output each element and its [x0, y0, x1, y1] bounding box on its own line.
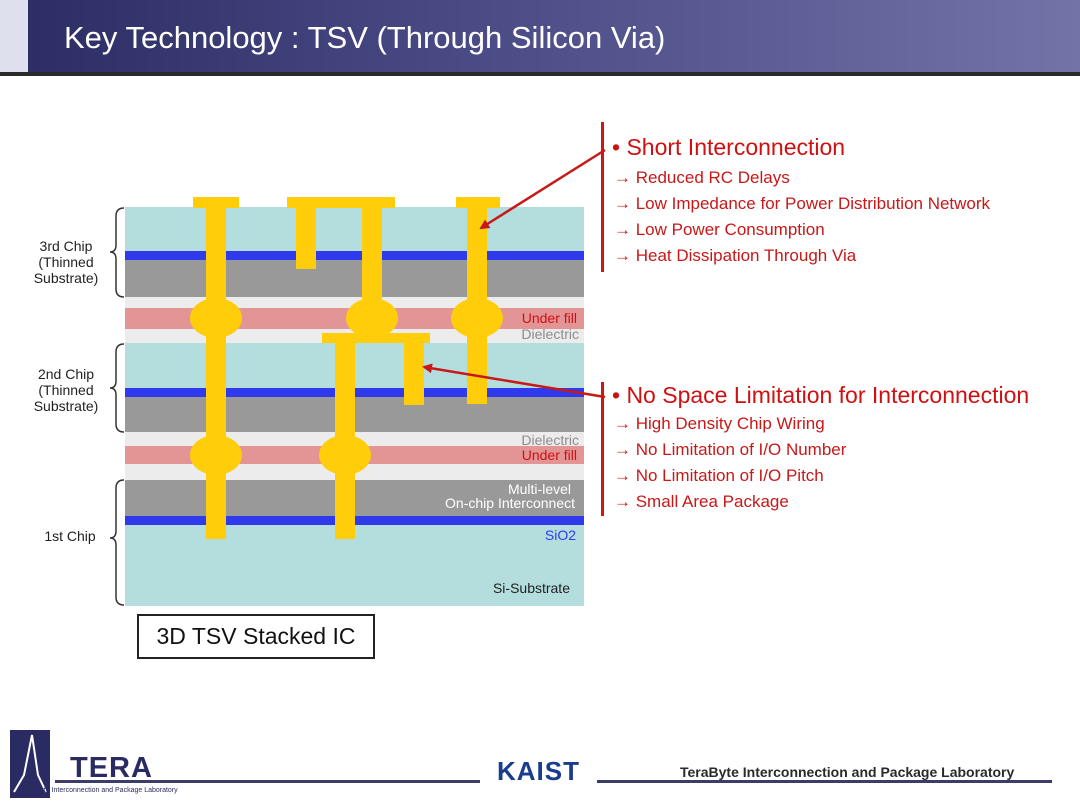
under-fill-top-label: Under fill: [522, 310, 577, 326]
footer-rule-right: [597, 780, 1052, 783]
title-bar-tab: [0, 0, 28, 72]
brace-chip3: [109, 207, 125, 298]
tera-logo-subtitle: TeraByte Interconnection and Package Lab…: [22, 787, 178, 794]
via-1-bump-mid: [190, 435, 242, 475]
via-2-bump-top: [346, 298, 398, 338]
dielectric-top-label: Dielectric: [521, 326, 579, 342]
benefit-item: → Low Impedance for Power Distribution N…: [614, 194, 991, 213]
dielectric-mid-label: Dielectric: [521, 432, 579, 448]
panel-bottom-bar: [601, 382, 604, 516]
via-4-cap: [322, 333, 430, 343]
benefit-item: → No Limitation of I/O Number: [614, 440, 847, 459]
benefit-item: → Low Power Consumption: [614, 220, 825, 239]
arrow-short-interconnection: [479, 148, 606, 230]
tera-logo: TERA: [70, 752, 153, 784]
no-space-limitation-panel: • No Space Limitation for Interconnectio…: [612, 382, 1029, 515]
chip2-label-line-2: (Thinned: [38, 382, 93, 398]
chip1-label: 1st Chip: [44, 528, 96, 544]
arrow-no-space-limitation: [422, 363, 606, 399]
title-bar: [0, 0, 1080, 72]
via-3-bump-top: [451, 298, 503, 338]
slide-title: Key Technology : TSV (Through Silicon Vi…: [64, 20, 666, 55]
sio2-label: SiO2: [545, 527, 576, 543]
benefit-item: → Heat Dissipation Through Via: [614, 246, 857, 265]
chip3-label-line-1: 3rd Chip: [40, 238, 93, 254]
chip3-label-line-3: Substrate): [34, 270, 99, 286]
chip3-label-line-2: (Thinned: [38, 254, 93, 270]
title-bar-rule: [0, 72, 1080, 76]
short-interconnection-heading: • Short Interconnection: [612, 134, 846, 160]
via-1-bump-top: [190, 298, 242, 338]
under-fill-mid-label: Under fill: [522, 447, 577, 463]
via-2-stub: [296, 197, 316, 269]
brace-chip1: [109, 479, 125, 606]
tera-logo-peak: [13, 734, 47, 793]
kaist-logo: KAIST: [497, 756, 580, 786]
chip2-label-line-1: 2nd Chip: [38, 366, 94, 382]
panel-top-bar: [601, 122, 604, 272]
via-4-stub: [404, 333, 424, 405]
chip3-blue-layer: [125, 251, 584, 260]
multilevel-label-2: On-chip Interconnect: [445, 495, 575, 511]
via-4-bump-mid: [319, 435, 371, 475]
footer-rule-left: [55, 780, 480, 783]
benefit-item: → Small Area Package: [614, 492, 789, 511]
chip3-gray-layer: [125, 260, 584, 297]
chip3-substrate: [125, 207, 584, 251]
via-1: [206, 197, 226, 539]
benefit-item: → High Density Chip Wiring: [614, 414, 825, 433]
brace-chip2: [109, 343, 125, 433]
benefit-item: → Reduced RC Delays: [614, 168, 790, 187]
si-substrate-label: Si-Substrate: [493, 580, 570, 596]
via-2-cap: [287, 197, 395, 208]
short-interconnection-panel: • Short Interconnection → Reduced RC Del…: [612, 134, 990, 269]
multilevel-label-1: Multi-level: [508, 481, 571, 497]
chip2-label-line-3: Substrate): [34, 398, 99, 414]
benefit-item: → No Limitation of I/O Pitch: [614, 466, 824, 485]
diagram-caption: 3D TSV Stacked IC: [137, 614, 375, 659]
dielectric-top-band: [125, 297, 584, 308]
footer-lab-name: TeraByte Interconnection and Package Lab…: [680, 764, 1015, 780]
no-space-limitation-heading: • No Space Limitation for Interconnectio…: [612, 382, 1030, 408]
